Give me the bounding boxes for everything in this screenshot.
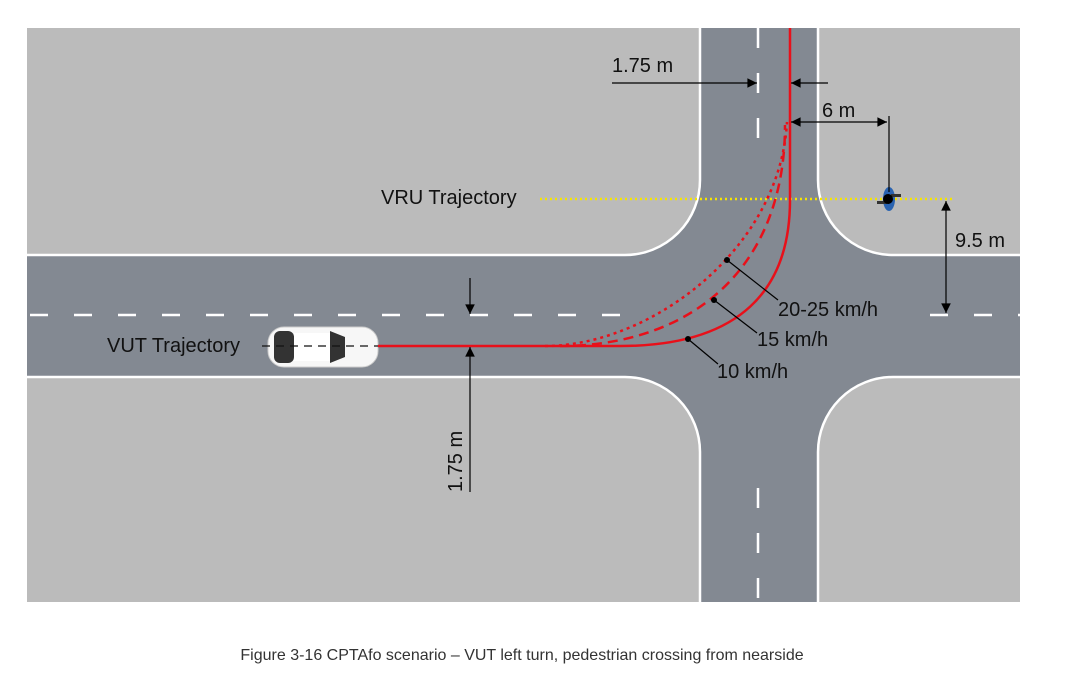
block-top-right — [818, 28, 1020, 255]
trajectory-20-25kmh — [544, 121, 789, 348]
trajectory-10kmh — [378, 28, 792, 348]
speed-mid-label: 15 km/h — [757, 329, 828, 351]
block-bottom-left — [27, 377, 700, 602]
lane-markings — [30, 28, 1020, 602]
speed-high-label: 20-25 km/h — [778, 299, 878, 321]
curb-lines — [27, 28, 1020, 602]
figure-caption: Figure 3-16 CPTAfo scenario – VUT left t… — [240, 647, 804, 664]
pedestrian — [877, 187, 901, 211]
dim-ped-offset-label: 6 m — [822, 100, 855, 122]
vut-trajectory-label: VUT Trajectory — [107, 335, 240, 357]
dim-left-lane-label: 1.75 m — [445, 431, 467, 492]
dim-ped-distance-label: 9.5 m — [955, 230, 1005, 252]
vut-car — [267, 326, 379, 368]
leader-dots — [685, 257, 730, 342]
speed-low-label: 10 km/h — [717, 361, 788, 383]
dimension-lines — [465, 78, 951, 492]
block-top-left — [27, 28, 700, 255]
block-bottom-right — [818, 377, 1020, 602]
vru-trajectory-label: VRU Trajectory — [381, 187, 517, 209]
trajectory-15kmh — [559, 124, 787, 348]
dim-top-lane-label: 1.75 m — [612, 55, 673, 77]
